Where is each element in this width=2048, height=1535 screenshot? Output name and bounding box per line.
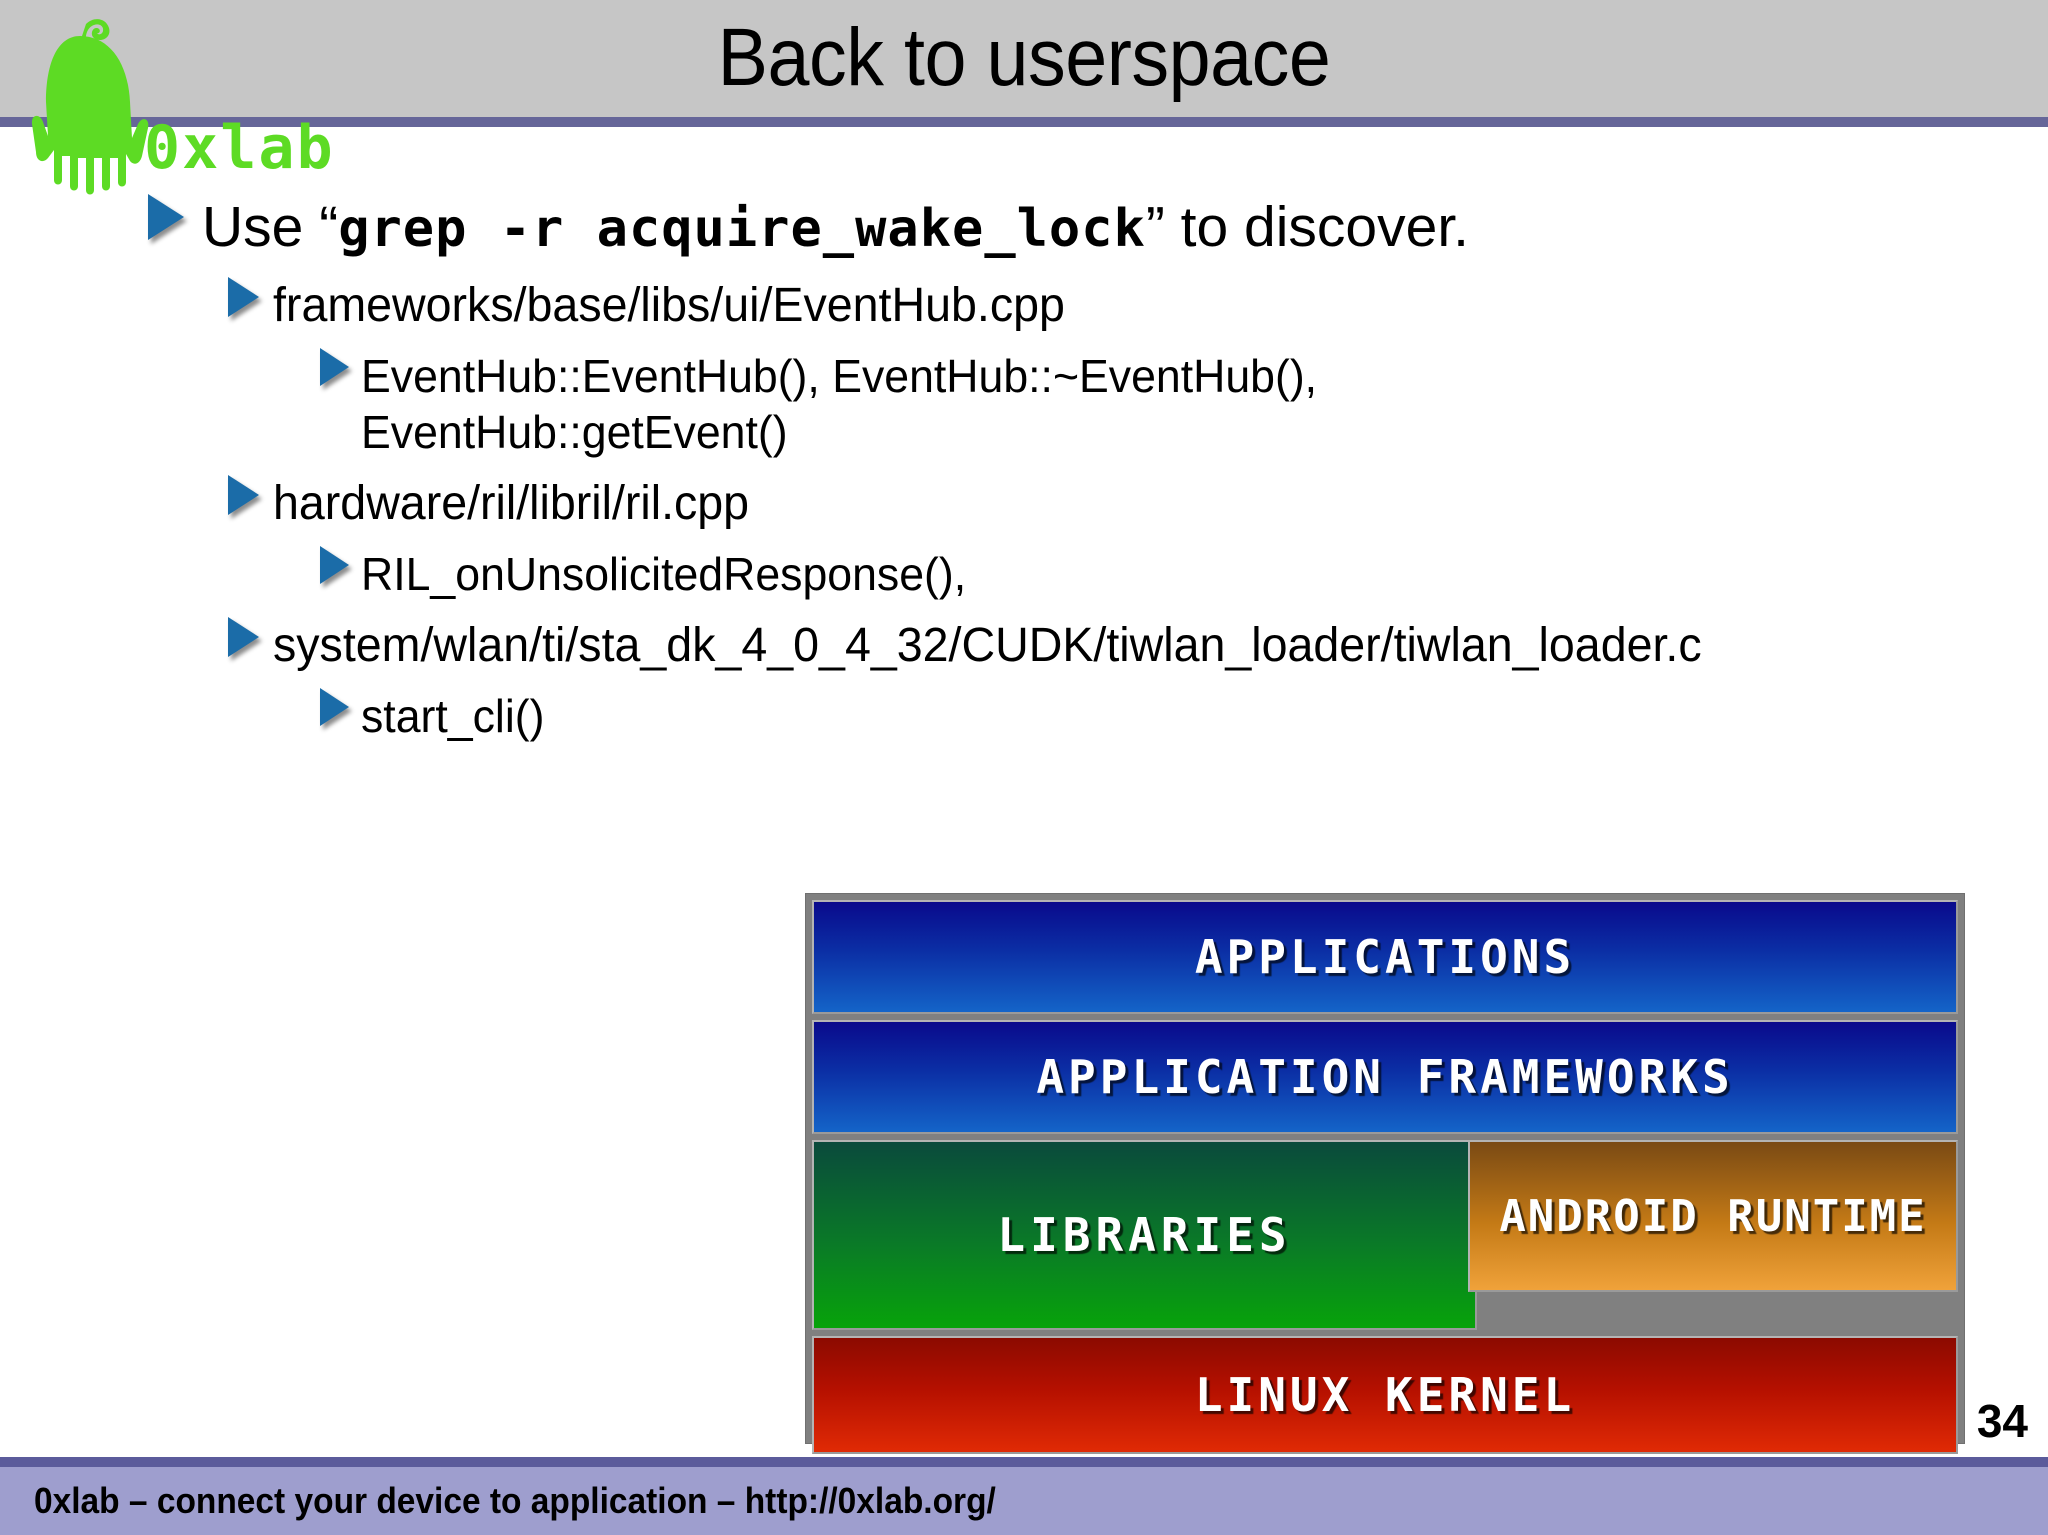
triangle-bullet-icon — [320, 546, 349, 584]
stack-layer-label: ANDROID RUNTIME — [1499, 1190, 1927, 1242]
stack-layer-applications: APPLICATIONS — [812, 900, 1958, 1014]
bullet-text: frameworks/base/libs/ui/EventHub.cpp — [273, 279, 1065, 332]
bullet-text: RIL_onUnsolicitedResponse(), — [361, 546, 966, 602]
slide-footer-band: 0xlab – connect your device to applicati… — [0, 1467, 2048, 1535]
header-separator-rule — [0, 117, 2048, 127]
slide-header-band — [0, 0, 2048, 117]
logo: 0xlab — [14, 6, 374, 196]
triangle-bullet-icon — [320, 688, 349, 726]
list-item: frameworks/base/libs/ui/EventHub.cpp — [228, 277, 2048, 335]
stack-layer-application-frameworks: APPLICATION FRAMEWORKS — [812, 1020, 1958, 1134]
triangle-bullet-icon — [228, 617, 259, 657]
inline-code: grep -r acquire_wake_lock — [338, 199, 1146, 259]
bullet-text-line-1: start_cli() — [361, 690, 545, 742]
bullet-text: EventHub::EventHub(), EventHub::~EventHu… — [361, 348, 1317, 460]
android-architecture-stack: APPLICATIONS APPLICATION FRAMEWORKS LIBR… — [805, 893, 1965, 1454]
bullet-text: system/wlan/ti/sta_dk_4_0_4_32/CUDK/tiwl… — [273, 619, 1702, 672]
stack-layer-linux-kernel: LINUX KERNEL — [812, 1336, 1958, 1454]
triangle-bullet-icon — [320, 348, 349, 386]
stack-layer-label: APPLICATIONS — [1194, 930, 1576, 984]
triangle-bullet-icon — [228, 277, 259, 317]
bullet-list: Use “grep -r acquire_wake_lock” to disco… — [0, 190, 2048, 744]
list-item: Use “grep -r acquire_wake_lock” to disco… — [148, 194, 2048, 262]
stack-layer-label: APPLICATION FRAMEWORKS — [1036, 1050, 1734, 1104]
triangle-bullet-icon — [228, 475, 259, 515]
bullet-text-line-1: EventHub::EventHub(), EventHub::~EventHu… — [361, 350, 1318, 402]
stack-layer-libraries: LIBRARIES — [812, 1140, 1477, 1330]
0xlab-alien-mascot-icon — [31, 19, 149, 195]
bullet-text-prefix: Use “ — [202, 195, 339, 259]
list-item: EventHub::EventHub(), EventHub::~EventHu… — [320, 348, 2048, 460]
page-number: 34 — [1976, 1395, 2028, 1447]
footer-separator-rule — [0, 1457, 2048, 1467]
triangle-bullet-icon — [148, 194, 184, 240]
bullet-text-line-2: EventHub::getEvent() — [361, 406, 788, 458]
footer-text: 0xlab – connect your device to applicati… — [34, 1480, 996, 1521]
bullet-text: Use “grep -r acquire_wake_lock” to disco… — [202, 194, 1469, 262]
bullet-text-line-1: RIL_onUnsolicitedResponse(), — [361, 548, 967, 600]
bullet-text: hardware/ril/libril/ril.cpp — [273, 477, 750, 530]
stack-layer-label: LIBRARIES — [997, 1208, 1292, 1262]
logo-wordmark: 0xlab — [144, 113, 335, 183]
list-item: start_cli() — [320, 688, 2048, 744]
page-title: Back to userspace — [717, 12, 1331, 103]
stack-layer-label: LINUX KERNEL — [1194, 1368, 1576, 1422]
bullet-text: start_cli() — [361, 688, 544, 744]
list-item: system/wlan/ti/sta_dk_4_0_4_32/CUDK/tiwl… — [228, 617, 2048, 675]
list-item: RIL_onUnsolicitedResponse(), — [320, 546, 2048, 602]
stack-layer-middle-row: LIBRARIES ANDROID RUNTIME — [812, 1140, 1958, 1330]
stack-layer-android-runtime: ANDROID RUNTIME — [1468, 1140, 1958, 1292]
list-item: hardware/ril/libril/ril.cpp — [228, 475, 2048, 533]
bullet-text-suffix: ” to discover. — [1145, 195, 1469, 259]
